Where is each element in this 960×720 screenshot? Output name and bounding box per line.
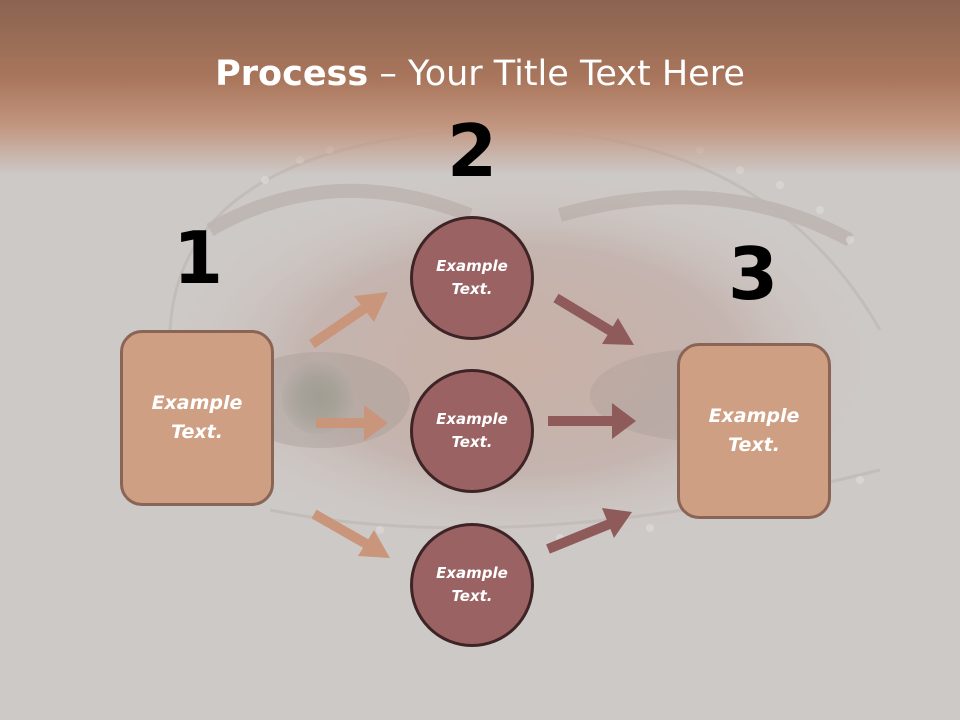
- arrow-to-middle-circle: [316, 405, 388, 441]
- arrow-to-top-circle: [309, 292, 388, 349]
- title-band: [0, 0, 960, 175]
- right-box-text: Example Text.: [708, 405, 800, 456]
- arrow-to-bottom-circle: [311, 509, 390, 558]
- step-number-2: 2: [446, 109, 498, 193]
- circle-bottom-text: Example Text.: [436, 564, 508, 605]
- right-box: Example Text.: [677, 343, 831, 519]
- arrow-from-middle-circle: [548, 403, 636, 439]
- circle-top: Example Text.: [410, 216, 534, 340]
- circle-top-text: Example Text.: [436, 257, 508, 298]
- step-number-3: 3: [727, 232, 779, 316]
- title-bold: Process: [215, 54, 369, 94]
- slide-title: Process – Your Title Text Here: [0, 52, 960, 96]
- circle-bottom: Example Text.: [410, 523, 534, 647]
- left-box: Example Text.: [120, 330, 274, 506]
- left-box-text: Example Text.: [151, 392, 243, 443]
- circle-middle-text: Example Text.: [436, 410, 508, 451]
- arrow-from-top-circle: [553, 293, 634, 345]
- step-number-1: 1: [172, 216, 224, 300]
- title-rest: – Your Title Text Here: [368, 54, 745, 94]
- arrow-from-bottom-circle: [546, 508, 632, 554]
- circle-middle: Example Text.: [410, 369, 534, 493]
